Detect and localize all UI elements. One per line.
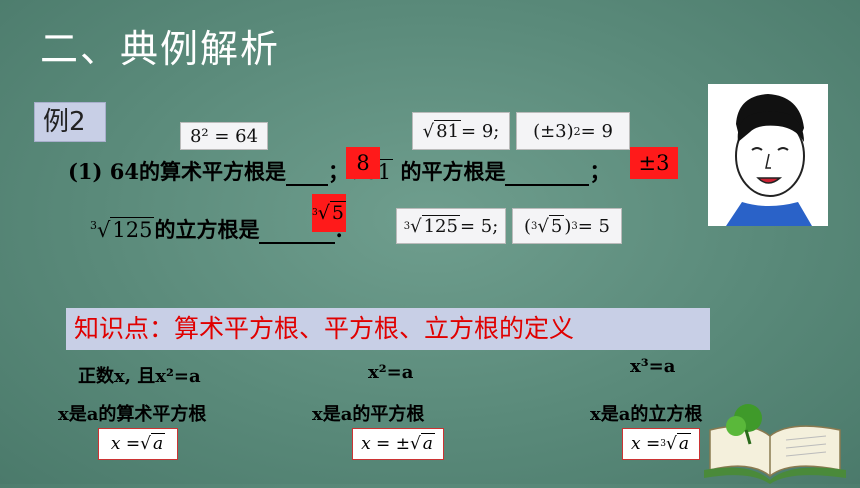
boy-face-icon	[726, 94, 812, 226]
formula-square-root: x = ± √a	[352, 428, 444, 460]
hint-base: (±3)	[533, 120, 574, 142]
radical-sign: √	[409, 434, 421, 454]
answer-1: 8	[346, 147, 380, 179]
answer-2: ±3	[630, 147, 678, 179]
separator: ；	[328, 159, 350, 184]
hint-equals: = 5	[577, 215, 610, 237]
root-index: 3	[312, 208, 318, 218]
formula-lhs: x = ±	[361, 434, 410, 454]
hint-cbrt5-cubed: (3√5)3 = 5	[512, 208, 622, 244]
radical-sign: √	[140, 434, 151, 454]
radicand: 125	[421, 214, 460, 237]
open-book-image	[690, 400, 850, 484]
hint-sqrt-81: √81 = 9;	[412, 112, 510, 150]
radical-sign: √	[537, 215, 549, 237]
answer-blank-1	[286, 159, 329, 186]
hint-equals: = 9	[580, 120, 613, 142]
definition-condition-2: x²=a	[368, 362, 414, 383]
hint-paren-close: )	[564, 215, 572, 237]
question-line-1: (1) 64的算术平方根是 ；√81 的平方根是 ；	[68, 156, 610, 186]
radicand: 125	[110, 217, 155, 242]
definition-statement-2: x是a的平方根	[312, 404, 425, 425]
radical-sign: √	[410, 215, 422, 237]
question-part-2: 的平方根是	[393, 159, 506, 184]
hint-cbrt-125: 3√125 = 5;	[396, 208, 506, 244]
formula-lhs: x =	[631, 434, 661, 454]
question-part-3: 的立方根是	[154, 217, 260, 242]
radical-sign: √	[422, 120, 435, 142]
cartoon-boy-image	[708, 84, 828, 226]
question-line-2: 3√125的立方根是 .	[90, 214, 343, 244]
radicand: a	[420, 433, 435, 454]
formula-arithmetic-root: x = √a	[98, 428, 178, 460]
radical-sign: √	[317, 202, 330, 224]
hint-pm3-squared: (±3)2 = 9	[516, 112, 630, 150]
definition-condition-1: 正数x, 且x²=a	[78, 366, 201, 387]
question-part-1: (1) 64的算术平方根是	[68, 159, 287, 184]
hint-equals: = 5;	[459, 215, 499, 237]
hint-equals: = 9;	[461, 120, 500, 142]
hint-square-64: 8² = 64	[180, 122, 268, 150]
root-index: 3	[660, 439, 666, 449]
root-index: 3	[403, 220, 411, 232]
hint-exponent: 2	[573, 124, 581, 138]
radicand: 81	[434, 119, 462, 142]
definition-condition-3: x³=a	[630, 356, 676, 377]
radicand: a	[150, 433, 166, 454]
root-index: 3	[531, 220, 538, 232]
knowledge-point-banner: 知识点：算术平方根、平方根、立方根的定义	[66, 308, 710, 350]
hint-exponent: 3	[571, 220, 578, 232]
answer-blank-3	[259, 217, 336, 244]
radicand: a	[676, 433, 691, 454]
example-tag: 例2	[34, 102, 106, 142]
radical-sign: √	[97, 218, 111, 242]
root-index: 3	[90, 219, 97, 232]
separator: ；	[589, 159, 611, 184]
hint-paren-open: (	[523, 215, 532, 237]
radical-sign: √	[666, 434, 677, 454]
radicand: 5	[329, 201, 346, 224]
answer-3: 3√5	[312, 194, 346, 232]
formula-cube-root: x = 3√a	[622, 428, 700, 460]
definition-statement-1: x是a的算术平方根	[58, 404, 207, 425]
answer-blank-2	[505, 159, 590, 186]
radicand: 5	[548, 214, 565, 237]
definition-statement-3: x是a的立方根	[590, 404, 703, 425]
formula-lhs: x =	[110, 434, 141, 454]
page-title: 二、典例解析	[40, 27, 281, 71]
book-icon	[704, 404, 846, 484]
